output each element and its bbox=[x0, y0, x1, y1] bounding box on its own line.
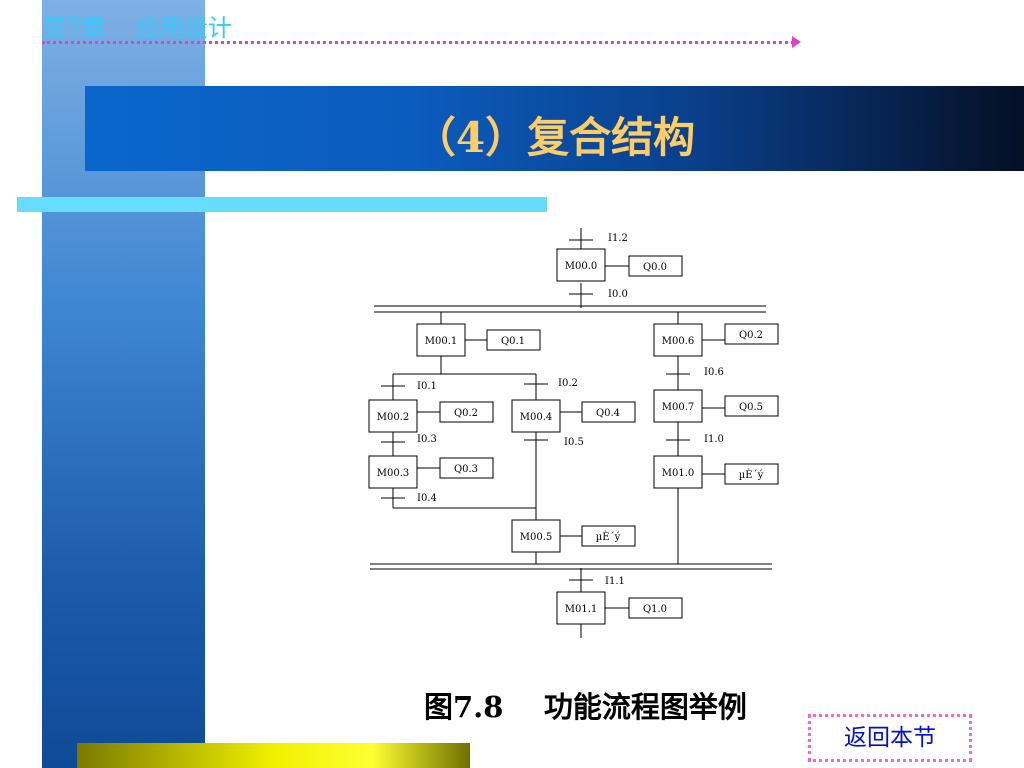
step-box-s-m001: M00.1 bbox=[416, 323, 466, 357]
step-box-s-m004: M00.4 bbox=[511, 399, 561, 433]
step-label: M00.1 bbox=[425, 336, 458, 347]
transition-label-t-i05: I0.5 bbox=[564, 437, 584, 448]
action-label: Q0.4 bbox=[596, 408, 620, 419]
action-box-a-wait1: µÈ´ý bbox=[581, 525, 636, 547]
action-label: Q0.0 bbox=[643, 262, 667, 273]
action-label: Q0.1 bbox=[501, 336, 525, 347]
action-label: µÈ´ý bbox=[739, 469, 764, 481]
slide-title: （4）复合结构 bbox=[413, 113, 696, 162]
action-box-a-q04: Q0.4 bbox=[581, 401, 636, 423]
step-box-s-m010: M01.0 bbox=[653, 455, 703, 489]
accent-bar-cyan bbox=[17, 197, 547, 212]
step-label: M00.7 bbox=[662, 402, 695, 413]
transition-label-t-i12: I1.2 bbox=[608, 233, 628, 244]
figure-caption: 图7.8 功能流程图举例 bbox=[424, 690, 747, 724]
action-box-a-wait2: µÈ´ý bbox=[724, 463, 779, 485]
step-label: M00.6 bbox=[662, 336, 695, 347]
transition-label-t-i06: I0.6 bbox=[704, 367, 724, 378]
accent-bar-yellow bbox=[77, 743, 470, 768]
step-label: M00.3 bbox=[377, 468, 410, 479]
step-box-s-m002: M00.2 bbox=[368, 399, 418, 433]
step-box-s-m003: M00.3 bbox=[368, 455, 418, 489]
chapter-heading: 第7章 应用设计 bbox=[42, 14, 232, 42]
transition-label-t-i02: I0.2 bbox=[558, 378, 578, 389]
step-box-s-m007: M00.7 bbox=[653, 389, 703, 423]
title-banner bbox=[85, 86, 1024, 171]
action-box-a-q02b: Q0.2 bbox=[724, 323, 779, 345]
transition-label-t-i10: I1.0 bbox=[704, 434, 724, 445]
step-label: M00.5 bbox=[520, 532, 553, 543]
action-box-a-q05: Q0.5 bbox=[724, 395, 779, 417]
step-box-s-m006: M00.6 bbox=[653, 323, 703, 357]
action-label: Q0.2 bbox=[454, 408, 478, 419]
step-box-s-m011: M01.1 bbox=[556, 591, 606, 625]
action-label: Q0.2 bbox=[739, 330, 763, 341]
action-box-a-q01: Q0.1 bbox=[486, 329, 541, 351]
transition-label-t-i01: I0.1 bbox=[417, 381, 437, 392]
step-box-s-m000: M00.0 bbox=[556, 248, 606, 282]
step-box-s-m005: M00.5 bbox=[511, 519, 561, 553]
step-label: M00.4 bbox=[520, 412, 553, 423]
action-box-a-q02a: Q0.2 bbox=[439, 401, 494, 423]
transition-label-t-i04: I0.4 bbox=[417, 493, 437, 504]
action-box-a-q10: Q1.0 bbox=[628, 597, 683, 619]
step-label: M01.0 bbox=[662, 468, 695, 479]
step-label: M00.0 bbox=[565, 261, 598, 272]
transition-label-t-i11: I1.1 bbox=[605, 576, 625, 587]
step-label: M01.1 bbox=[565, 604, 598, 615]
action-label: Q1.0 bbox=[643, 604, 667, 615]
action-box-a-q03: Q0.3 bbox=[439, 457, 494, 479]
action-label: Q0.5 bbox=[739, 402, 763, 413]
action-box-a-q00: Q0.0 bbox=[628, 255, 683, 277]
transition-label-t-i03: I0.3 bbox=[417, 434, 437, 445]
dotted-divider bbox=[42, 41, 794, 44]
arrow-right-icon bbox=[792, 36, 801, 48]
action-label: Q0.3 bbox=[454, 464, 478, 475]
return-section-button[interactable]: 返回本节 bbox=[808, 714, 972, 762]
step-label: M00.2 bbox=[377, 412, 410, 423]
action-label: µÈ´ý bbox=[596, 531, 621, 543]
transition-label-t-i00: I0.0 bbox=[608, 289, 628, 300]
